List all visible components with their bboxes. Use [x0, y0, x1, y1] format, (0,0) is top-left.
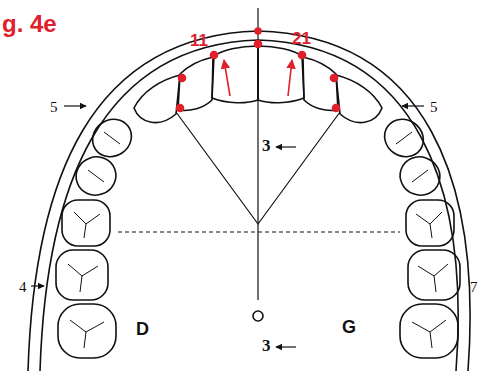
tooth [408, 250, 460, 300]
tooth-groove [412, 320, 446, 348]
tooth-groove [70, 320, 104, 348]
reference-point [253, 311, 263, 321]
incisor-triangle [176, 112, 340, 224]
tooth [212, 46, 258, 103]
outer-arch [28, 31, 470, 371]
tooth-groove [412, 170, 428, 182]
label-slot: g. 4e [2, 12, 57, 36]
measure-point [333, 105, 340, 112]
arrow [276, 146, 296, 147]
tooth [258, 46, 304, 103]
tooth [56, 250, 108, 300]
measurement-number: 5 [50, 100, 58, 115]
red-arrow [224, 60, 230, 96]
tooth [71, 151, 122, 200]
red-arrow [288, 60, 292, 96]
arrow [402, 105, 424, 106]
side-letter: G [342, 318, 356, 336]
tooth-groove [416, 212, 442, 238]
tooth [336, 75, 382, 123]
label-slot: 21 [292, 30, 311, 48]
tooth [62, 200, 110, 246]
label-slot: G [342, 318, 356, 337]
arrow [31, 285, 44, 286]
measure-point [255, 28, 261, 34]
label-slot: 5 [430, 98, 438, 116]
tooth [58, 304, 116, 358]
label-slot: 3 [262, 337, 271, 355]
figure-number: g. 4e [2, 12, 57, 36]
tooth [400, 304, 458, 358]
tooth-groove [74, 212, 100, 238]
tooth [303, 57, 338, 111]
measurement-number: 5 [430, 100, 438, 115]
label-slot: 5 [50, 98, 58, 116]
tooth-number: 11 [190, 32, 208, 49]
label-slot: 7 [470, 278, 478, 296]
tooth [406, 200, 454, 246]
label-slot: 3 [262, 137, 271, 155]
tooth-groove [104, 132, 120, 144]
measure-point [299, 52, 306, 59]
arrow [64, 105, 86, 106]
tooth-groove [68, 264, 98, 292]
measurement-number: 3 [262, 337, 271, 354]
measurement-number: 7 [470, 280, 478, 295]
side-letter: D [136, 320, 149, 338]
label-slot: D [136, 320, 149, 339]
tooth [395, 151, 446, 200]
tooth-groove [418, 264, 448, 292]
label-slot: 11 [190, 32, 208, 50]
measurement-number: 3 [262, 137, 271, 154]
measure-point [255, 41, 262, 48]
tooth [134, 75, 180, 123]
transverse-line [118, 232, 400, 233]
tooth-groove [88, 170, 104, 182]
tooth [178, 57, 213, 111]
measure-point [211, 52, 218, 59]
measure-point [331, 75, 338, 82]
label-slot: 4 [19, 278, 27, 296]
arrow [276, 346, 296, 347]
measure-point [177, 105, 184, 112]
tooth-number: 21 [292, 30, 311, 47]
inner-arch [40, 40, 458, 371]
tooth-groove [396, 132, 412, 144]
measurement-number: 4 [19, 280, 27, 295]
measure-point [179, 75, 186, 82]
